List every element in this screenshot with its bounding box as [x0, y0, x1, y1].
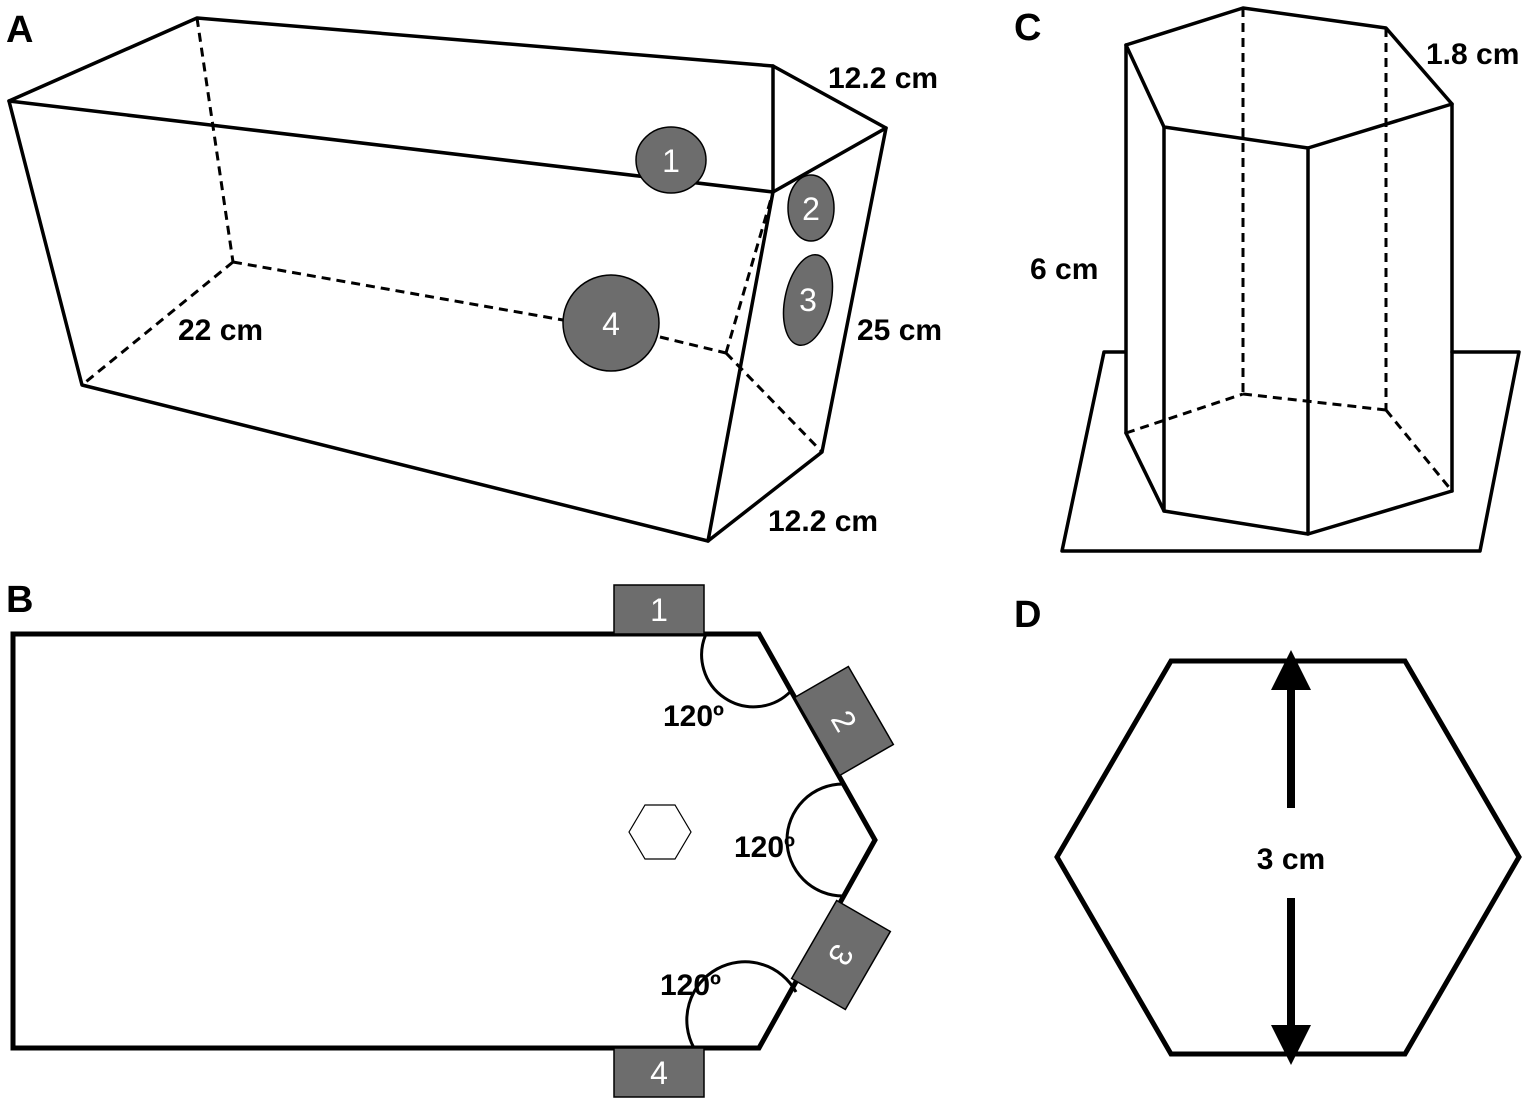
angle-label-1: 120º [663, 700, 724, 733]
panel-c: C 1.8 cm 6 cm [1014, 6, 1521, 553]
panel-d: D 3 cm [1014, 594, 1522, 1065]
plate-1: 1 [613, 584, 705, 635]
hexagon-outline [1054, 658, 1522, 1057]
base-plane [1060, 350, 1521, 553]
panel-c-letter: C [1014, 7, 1041, 49]
dim-height: 25 cm [857, 314, 942, 347]
plate-4-label: 4 [650, 1055, 668, 1091]
angle-arc-1 [700, 633, 793, 709]
panel-d-letter: D [1014, 594, 1041, 636]
plate-4: 4 [613, 1047, 705, 1098]
plate-1-label: 1 [650, 592, 668, 628]
panel-b-letter: B [6, 579, 33, 621]
dim-hex-side: 1.8 cm [1426, 38, 1519, 71]
panel-a-visible-edges [7, 16, 888, 543]
panel-c-hidden-edges [1125, 8, 1454, 492]
dim-hex-width: 3 cm [1257, 843, 1325, 876]
panel-b: B 1 2 3 4 120º 120º 120º [6, 579, 895, 1098]
port-1-label: 1 [662, 143, 680, 179]
plate-2: 2 [793, 665, 895, 777]
dim-width-bottom: 12.2 cm [768, 505, 878, 538]
angle-label-2: 120º [734, 831, 795, 864]
port-4: 4 [562, 274, 660, 372]
angle-arc-2 [785, 782, 844, 898]
port-3: 3 [782, 254, 834, 346]
panel-a-letter: A [6, 9, 33, 51]
port-1: 1 [635, 126, 707, 194]
port-3-label: 3 [799, 282, 817, 318]
panel-a-hidden-edges [81, 17, 824, 454]
dim-length: 22 cm [178, 314, 263, 347]
port-2: 2 [787, 174, 835, 242]
panel-a: A 1 2 3 [6, 9, 942, 543]
panel-c-visible-edges [1124, 6, 1454, 536]
angle-arc-3 [685, 960, 798, 1049]
port-4-label: 4 [602, 306, 620, 342]
dim-width-top: 12.2 cm [828, 62, 938, 95]
angle-label-3: 120º [660, 969, 721, 1002]
dim-hex-height: 6 cm [1030, 253, 1098, 286]
plate-3: 3 [790, 899, 892, 1011]
sample-hexagon [628, 804, 692, 860]
port-2-label: 2 [802, 191, 820, 227]
